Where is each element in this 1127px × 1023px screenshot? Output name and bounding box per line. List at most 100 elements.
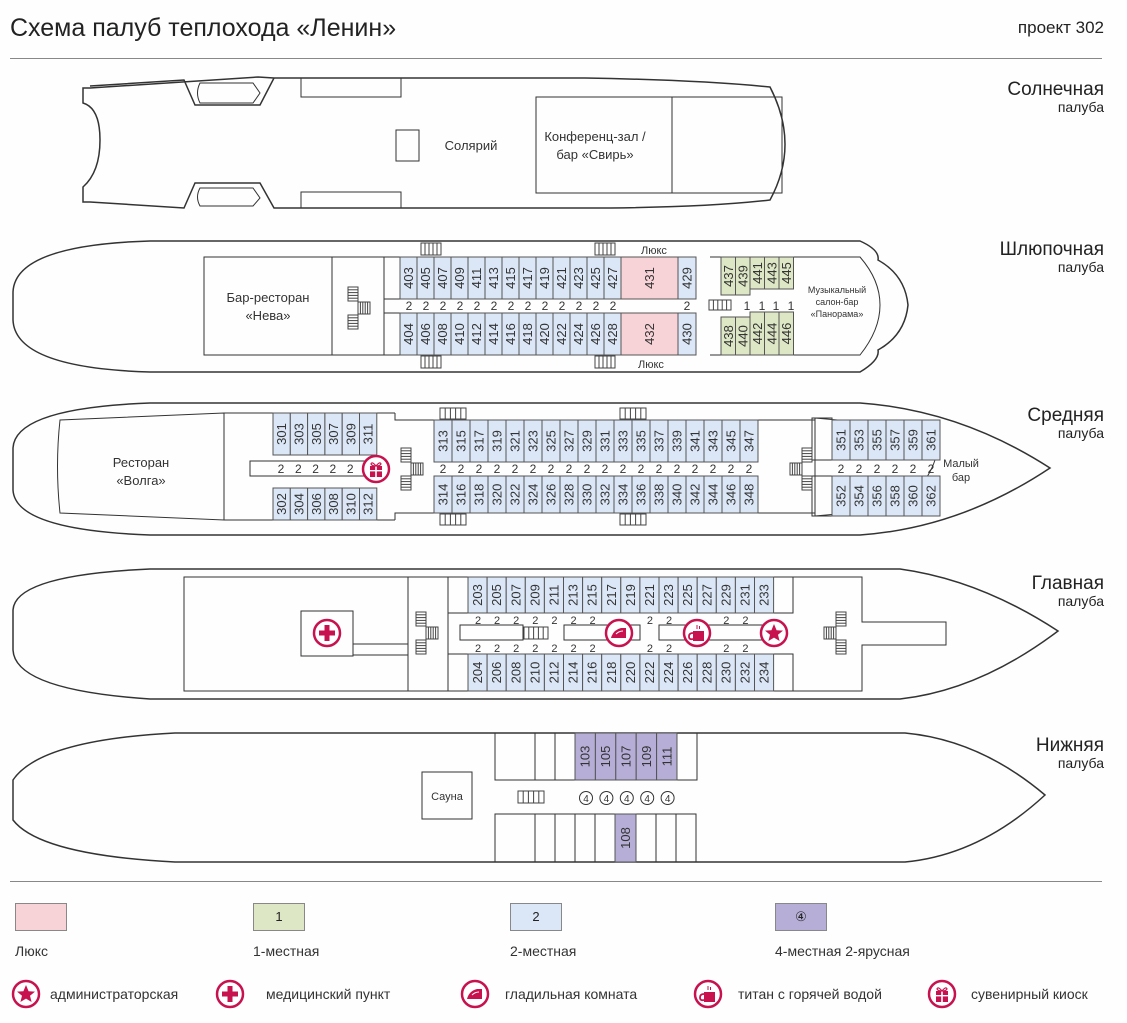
- cabin-326[interactable]: 326: [541, 475, 561, 514]
- cabin-105[interactable]: 105: [594, 732, 617, 781]
- cabin-205[interactable]: 205: [486, 576, 507, 614]
- cabin-234[interactable]: 234: [754, 653, 775, 692]
- cabin-440[interactable]: 440: [735, 316, 751, 356]
- cabin-351[interactable]: 351: [831, 419, 851, 461]
- cabin-315[interactable]: 315: [451, 419, 471, 463]
- cabin-108[interactable]: 108: [614, 813, 637, 863]
- cabin-230[interactable]: 230: [715, 653, 736, 692]
- cabin-410[interactable]: 410: [450, 312, 469, 356]
- hot-water-icon[interactable]: [682, 618, 712, 648]
- cabin-226[interactable]: 226: [677, 653, 698, 692]
- cabin-210[interactable]: 210: [524, 653, 545, 692]
- cabin-424[interactable]: 424: [569, 312, 588, 356]
- cabin-214[interactable]: 214: [563, 653, 584, 692]
- cabin-418[interactable]: 418: [518, 312, 537, 356]
- cabin-305[interactable]: 305: [307, 412, 326, 456]
- cabin-231[interactable]: 231: [734, 576, 756, 614]
- cabin-312[interactable]: 312: [359, 487, 378, 521]
- cabin-317[interactable]: 317: [469, 419, 489, 463]
- cabin-337[interactable]: 337: [649, 419, 669, 463]
- cabin-355[interactable]: 355: [867, 419, 887, 461]
- cabin-421[interactable]: 421: [552, 256, 571, 300]
- cabin-414[interactable]: 414: [484, 312, 503, 356]
- cabin-419[interactable]: 419: [535, 256, 554, 300]
- cabin-341[interactable]: 341: [685, 419, 705, 463]
- cabin-306[interactable]: 306: [307, 487, 326, 521]
- cabin-432[interactable]: 432: [620, 312, 679, 356]
- cabin-321[interactable]: 321: [505, 419, 525, 463]
- gift-icon[interactable]: [361, 454, 391, 484]
- cabin-423[interactable]: 423: [569, 256, 588, 300]
- cabin-411[interactable]: 411: [467, 256, 486, 300]
- cabin-319[interactable]: 319: [487, 419, 507, 463]
- cabin-333[interactable]: 333: [613, 419, 633, 463]
- cabin-407[interactable]: 407: [433, 256, 452, 300]
- cabin-327[interactable]: 327: [559, 419, 579, 463]
- cabin-222[interactable]: 222: [639, 653, 660, 692]
- cabin-426[interactable]: 426: [586, 312, 605, 356]
- cabin-334[interactable]: 334: [613, 475, 633, 514]
- cabin-442[interactable]: 442: [749, 311, 765, 356]
- cabin-359[interactable]: 359: [903, 419, 923, 461]
- cabin-203[interactable]: 203: [467, 576, 488, 614]
- cabin-416[interactable]: 416: [501, 312, 520, 356]
- cabin-229[interactable]: 229: [715, 576, 736, 614]
- cabin-311[interactable]: 311: [359, 412, 378, 456]
- cabin-103[interactable]: 103: [574, 732, 596, 781]
- cabin-446[interactable]: 446: [778, 311, 794, 356]
- cabin-211[interactable]: 211: [543, 576, 565, 614]
- cabin-328[interactable]: 328: [559, 475, 579, 514]
- cabin-207[interactable]: 207: [505, 576, 526, 614]
- cabin-345[interactable]: 345: [721, 419, 741, 463]
- cabin-220[interactable]: 220: [620, 653, 641, 692]
- cabin-204[interactable]: 204: [467, 653, 488, 692]
- cabin-415[interactable]: 415: [501, 256, 520, 300]
- cabin-344[interactable]: 344: [703, 475, 723, 514]
- cabin-217[interactable]: 217: [601, 576, 622, 614]
- cabin-233[interactable]: 233: [754, 576, 775, 614]
- cabin-323[interactable]: 323: [523, 419, 543, 463]
- cabin-107[interactable]: 107: [615, 732, 637, 781]
- cabin-340[interactable]: 340: [667, 475, 687, 514]
- cabin-208[interactable]: 208: [505, 653, 526, 692]
- cabin-302[interactable]: 302: [272, 487, 291, 521]
- cabin-406[interactable]: 406: [416, 312, 435, 356]
- cabin-339[interactable]: 339: [667, 419, 687, 463]
- cabin-301[interactable]: 301: [272, 412, 291, 456]
- cabin-404[interactable]: 404: [399, 312, 418, 356]
- cabin-216[interactable]: 216: [582, 653, 603, 692]
- cabin-212[interactable]: 212: [543, 653, 565, 692]
- cabin-225[interactable]: 225: [677, 576, 698, 614]
- cabin-308[interactable]: 308: [324, 487, 343, 521]
- cabin-430[interactable]: 430: [677, 312, 697, 356]
- cabin-438[interactable]: 438: [720, 316, 736, 356]
- cabin-111[interactable]: 111: [656, 732, 678, 781]
- cabin-445[interactable]: 445: [778, 256, 794, 290]
- cabin-354[interactable]: 354: [849, 475, 869, 517]
- cabin-228[interactable]: 228: [696, 653, 717, 692]
- cabin-408[interactable]: 408: [433, 312, 452, 356]
- cabin-431[interactable]: 431: [620, 256, 679, 300]
- star-icon[interactable]: [759, 618, 789, 648]
- cabin-320[interactable]: 320: [487, 475, 507, 514]
- cabin-338[interactable]: 338: [649, 475, 669, 514]
- cabin-422[interactable]: 422: [552, 312, 571, 356]
- cabin-444[interactable]: 444: [764, 311, 780, 356]
- cabin-361[interactable]: 361: [921, 419, 941, 461]
- cabin-420[interactable]: 420: [535, 312, 554, 356]
- cabin-441[interactable]: 441: [749, 256, 765, 290]
- cabin-313[interactable]: 313: [433, 419, 453, 463]
- cabin-213[interactable]: 213: [563, 576, 584, 614]
- cabin-310[interactable]: 310: [341, 487, 361, 521]
- cabin-348[interactable]: 348: [739, 475, 759, 514]
- cabin-439[interactable]: 439: [735, 256, 751, 296]
- cabin-232[interactable]: 232: [734, 653, 756, 692]
- cabin-307[interactable]: 307: [324, 412, 343, 456]
- cabin-219[interactable]: 219: [620, 576, 641, 614]
- cabin-429[interactable]: 429: [677, 256, 697, 300]
- cabin-443[interactable]: 443: [764, 256, 780, 290]
- cabin-324[interactable]: 324: [523, 475, 543, 514]
- cabin-352[interactable]: 352: [831, 475, 851, 517]
- cabin-360[interactable]: 360: [903, 475, 923, 517]
- cabin-362[interactable]: 362: [921, 475, 941, 517]
